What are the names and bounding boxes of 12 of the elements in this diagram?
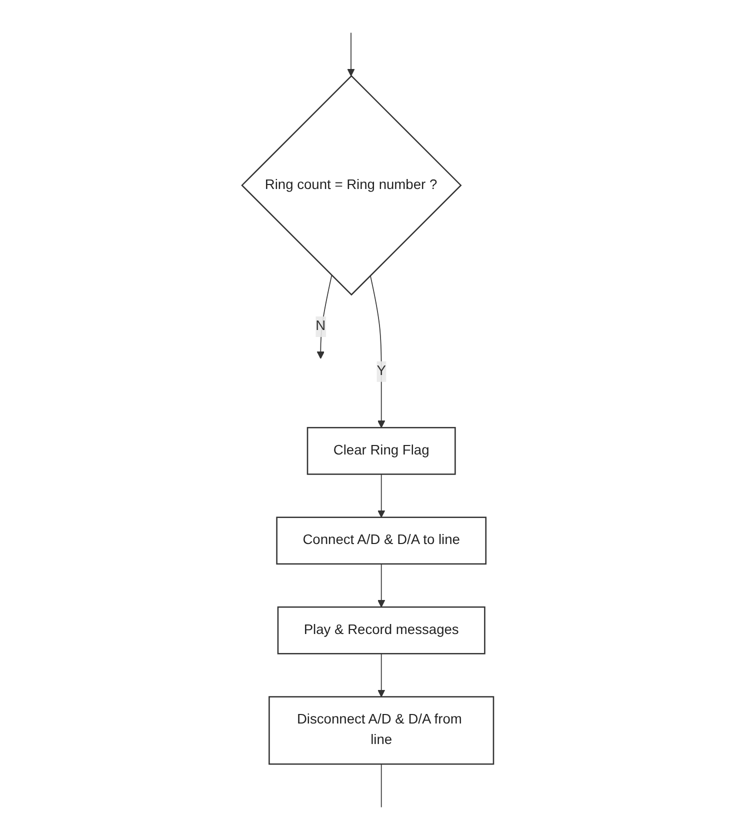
arrow bbox=[316, 275, 332, 359]
arrow bbox=[346, 32, 355, 76]
node-box bbox=[277, 606, 486, 654]
node-box bbox=[306, 426, 456, 475]
arrow bbox=[370, 275, 385, 428]
flowchart: Ring count = Ring number ? N Y Clear Ring Flag Connect A/D & D/A to line Play & Record messages Disconnect A/D & D/A from line bbox=[214, 0, 522, 840]
arrow bbox=[377, 653, 385, 698]
arrow bbox=[377, 564, 385, 608]
node-box bbox=[268, 696, 494, 765]
arrow bbox=[377, 474, 385, 518]
node-diamond bbox=[240, 75, 462, 296]
node-box bbox=[276, 516, 486, 565]
